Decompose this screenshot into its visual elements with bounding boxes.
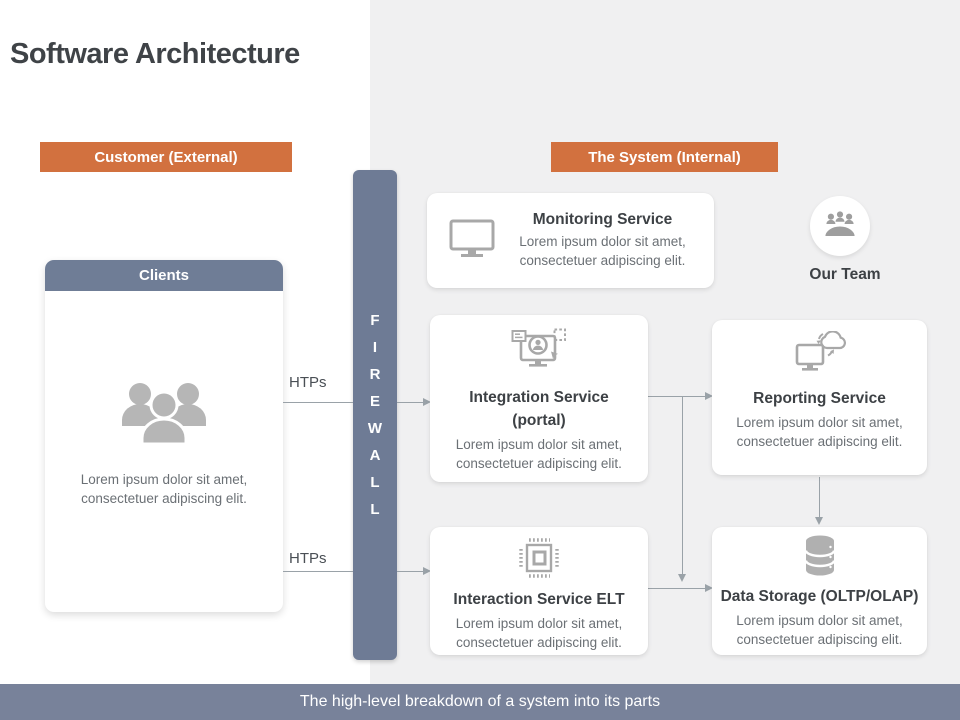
firewall-letter: W bbox=[367, 420, 383, 437]
reporting-service-box: Reporting Service Lorem ipsum dolor sit … bbox=[712, 320, 927, 475]
badge-system-internal: The System (Internal) bbox=[551, 142, 778, 172]
firewall-letter: A bbox=[369, 447, 381, 464]
reporting-service-description: Lorem ipsum dolor sit amet, consectetuer… bbox=[736, 415, 903, 449]
slide-title: Software Architecture bbox=[10, 38, 300, 70]
arrow-integration-to-storage-drop bbox=[678, 396, 686, 582]
clients-description: Lorem ipsum dolor sit amet, consectetuer… bbox=[80, 472, 248, 506]
firewall-letter: L bbox=[370, 474, 380, 491]
monitor-icon bbox=[449, 218, 495, 263]
clients-header: Clients bbox=[45, 260, 283, 291]
meeting-people-icon bbox=[820, 209, 860, 244]
footer-bar: The high-level breakdown of a system int… bbox=[0, 684, 960, 720]
arrow-firewall-to-interaction bbox=[397, 567, 431, 575]
clients-box: Clients Lorem ipsum dolor sit amet, cons… bbox=[45, 260, 283, 612]
reporting-service-title: Reporting Service bbox=[753, 390, 886, 407]
firewall-letter: I bbox=[372, 339, 378, 356]
chip-icon bbox=[517, 536, 561, 585]
arrow-firewall-to-integration bbox=[397, 398, 431, 406]
firewall-letter: R bbox=[369, 366, 381, 383]
interaction-service-description: Lorem ipsum dolor sit amet, consectetuer… bbox=[455, 616, 623, 650]
firewall-letter: L bbox=[370, 501, 380, 518]
monitoring-service-description: Lorem ipsum dolor sit amet, consectetuer… bbox=[519, 234, 686, 268]
connector-clients-firewall-bottom bbox=[283, 571, 353, 572]
connector-clients-firewall-top bbox=[283, 402, 353, 403]
our-team-label: Our Team bbox=[809, 266, 881, 283]
interaction-service-box: Interaction Service ELT Lorem ipsum dolo… bbox=[430, 527, 648, 655]
footer-text: The high-level breakdown of a system int… bbox=[299, 693, 661, 710]
database-icon bbox=[802, 535, 838, 582]
monitoring-service-title: Monitoring Service bbox=[532, 211, 673, 228]
data-storage-title: Data Storage (OLTP/OLAP) bbox=[720, 588, 919, 605]
firewall-letter: F bbox=[370, 312, 380, 329]
integration-service-box: Integration Service (portal) Lorem ipsum… bbox=[430, 315, 648, 482]
data-storage-box: Data Storage (OLTP/OLAP) Lorem ipsum dol… bbox=[712, 527, 927, 655]
arrow-integration-to-reporting bbox=[648, 392, 713, 400]
monitoring-service-box: Monitoring Service Lorem ipsum dolor sit… bbox=[427, 193, 714, 288]
htps-label-bottom: HTPs bbox=[289, 550, 327, 567]
our-team-avatar bbox=[810, 196, 870, 256]
firewall-bar: F I R E W A L L bbox=[353, 170, 397, 660]
arrow-reporting-to-storage bbox=[815, 477, 823, 525]
interaction-service-title: Interaction Service ELT bbox=[453, 591, 625, 608]
integration-service-title: Integration Service (portal) bbox=[469, 389, 609, 429]
badge-customer-external: Customer (External) bbox=[40, 142, 292, 172]
portal-monitor-icon bbox=[511, 328, 567, 381]
data-storage-description: Lorem ipsum dolor sit amet, consectetuer… bbox=[736, 613, 903, 647]
integration-service-description: Lorem ipsum dolor sit amet, consectetuer… bbox=[455, 437, 623, 471]
cloud-sync-monitor-icon bbox=[794, 330, 846, 382]
people-group-icon bbox=[45, 378, 283, 446]
arrow-interaction-to-storage bbox=[648, 584, 713, 592]
htps-label-top: HTPs bbox=[289, 374, 327, 391]
firewall-letter: E bbox=[369, 393, 380, 410]
